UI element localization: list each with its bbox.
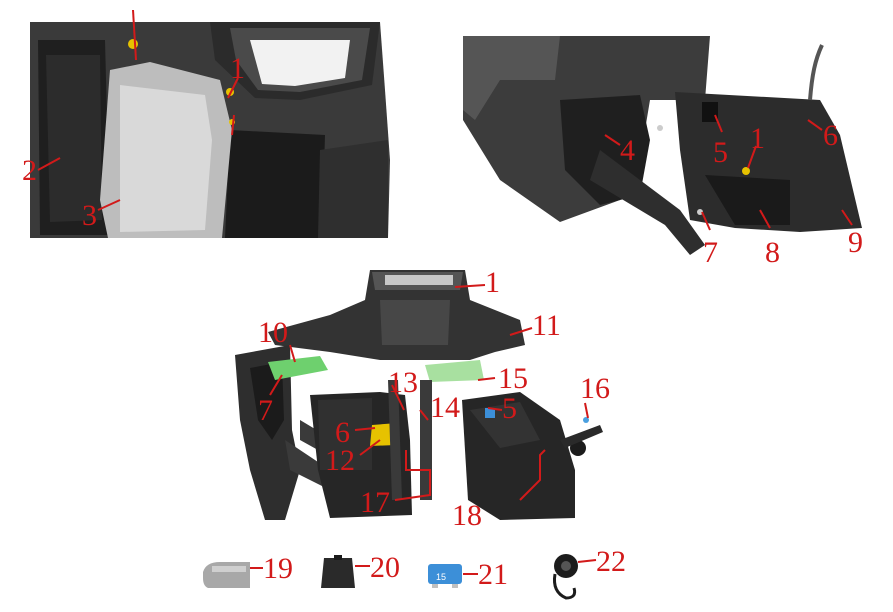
callout-label: 3 [82, 199, 97, 232]
wiring-harness-left [268, 356, 328, 380]
callout-label: 1 [750, 122, 765, 155]
callout-label: 7 [703, 236, 718, 269]
part-21-fuse: 15 21 [428, 558, 508, 591]
callout-label: 20 [370, 551, 400, 584]
callouts-center: 1 10 11 7 13 15 16 14 5 6 12 17 18 [258, 266, 610, 532]
inner-cover-panel [100, 62, 232, 238]
callout-label: 4 [620, 134, 635, 167]
fastener-screws [657, 125, 750, 215]
callout-label: 6 [335, 416, 350, 449]
callout-label: 21 [478, 558, 508, 591]
callout-label: 10 [258, 316, 288, 349]
left-fairing-frame [235, 345, 350, 520]
callout-label: 18 [452, 499, 482, 532]
part-20-cap: 20 [321, 551, 400, 588]
view-top-left: 1 2 3 [22, 9, 390, 238]
part-22-socket: 22 [553, 545, 626, 600]
callout-label: 16 [580, 372, 610, 405]
callout-label: 1 [230, 52, 245, 85]
view-center-assembly: 1 10 11 7 13 15 16 14 5 6 12 17 18 [235, 266, 610, 532]
callouts-top-left: 1 2 3 [22, 9, 245, 232]
power-socket-assembly [560, 417, 603, 456]
callout-label: 19 [263, 552, 293, 585]
callout-label: 22 [596, 545, 626, 578]
fairing-frame-side [463, 36, 710, 255]
callout-label: 5 [713, 136, 728, 169]
storage-box-right [675, 92, 862, 232]
callout-label: 5 [502, 392, 517, 425]
callout-label: 15 [498, 362, 528, 395]
view-top-right: 4 5 1 6 7 8 9 [463, 36, 863, 269]
callout-label: 17 [360, 486, 390, 519]
callout-label: 6 [823, 119, 838, 152]
callout-label: 11 [532, 309, 561, 342]
upper-fairing-bracket [268, 270, 525, 360]
callout-label: 12 [325, 444, 355, 477]
part-19-cover: 19 [203, 552, 293, 588]
cable-wire [808, 44, 824, 101]
callouts-top-right: 4 5 1 6 7 8 9 [604, 114, 863, 269]
callout-label: 7 [258, 394, 273, 427]
wiring-harness-right [425, 360, 484, 382]
fuse-rating-label: 15 [436, 572, 446, 582]
callout-label: 2 [22, 154, 37, 187]
callout-label: 14 [430, 391, 460, 424]
accessories-row: 19 20 15 21 22 [203, 545, 626, 600]
callout-label: 9 [848, 226, 863, 259]
callout-label: 1 [485, 266, 500, 299]
right-storage-box [462, 392, 575, 520]
callout-label: 13 [388, 366, 418, 399]
callout-label: 8 [765, 236, 780, 269]
